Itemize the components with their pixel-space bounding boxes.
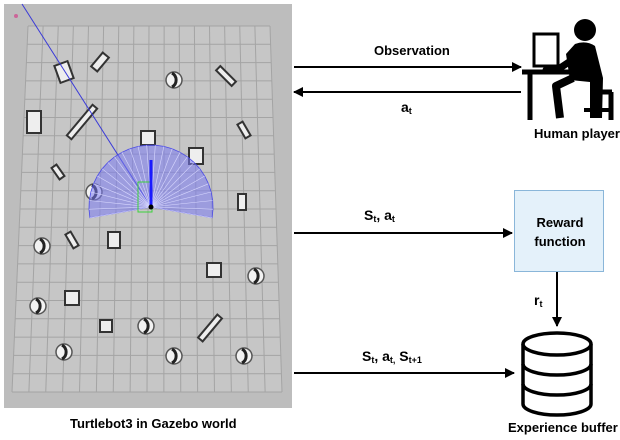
cylinder-obstacle xyxy=(235,347,253,365)
observation-label: Observation xyxy=(374,43,450,58)
box-obstacle xyxy=(214,64,238,88)
laser-ray xyxy=(121,152,152,208)
laser-ray xyxy=(150,183,209,208)
reward-function-box: Reward function xyxy=(514,190,604,272)
laser-ray xyxy=(101,168,152,208)
transition-label: St, at, St+1 xyxy=(362,348,422,365)
laser-ray xyxy=(89,200,152,208)
laser-ray xyxy=(150,146,165,208)
box-obstacle xyxy=(89,51,111,73)
laser-ray xyxy=(150,200,213,208)
cylinder-shadow xyxy=(241,347,248,365)
reward-box-line2: function xyxy=(534,234,586,249)
laser-ray xyxy=(150,168,201,208)
box-obstacle xyxy=(140,130,156,146)
experience-buffer-caption: Experience buffer xyxy=(508,420,618,435)
laser-ray xyxy=(93,183,152,208)
human-player-caption: Human player xyxy=(534,126,620,141)
box-obstacle xyxy=(206,262,222,278)
action-label: at xyxy=(401,99,412,116)
cylinder-shadow xyxy=(171,347,178,365)
cylinder-shadow xyxy=(143,317,150,335)
laser-ray xyxy=(107,162,152,208)
experience-buffer-icon xyxy=(521,331,593,417)
reward-box-line1: Reward xyxy=(536,215,584,230)
laser-ray xyxy=(150,206,214,210)
laser-ray xyxy=(129,148,152,208)
laser-ray xyxy=(150,148,173,208)
cylinder-obstacle xyxy=(29,297,47,315)
cylinder-shadow xyxy=(253,267,260,285)
box-obstacle xyxy=(65,103,99,141)
laser-ray xyxy=(97,175,152,208)
cylinder-obstacle xyxy=(33,237,51,255)
cylinder-shadow xyxy=(39,237,46,255)
gazebo-world-view xyxy=(4,3,292,408)
gazebo-caption: Turtlebot3 in Gazebo world xyxy=(70,416,237,431)
obstacles xyxy=(26,51,265,365)
laser-ray xyxy=(150,152,181,208)
cylinder-obstacle xyxy=(165,71,183,89)
reward-label: rt xyxy=(534,292,543,309)
laser-ray xyxy=(89,206,152,219)
cylinder-shadow xyxy=(35,297,42,315)
laser-ray xyxy=(150,175,205,208)
box-obstacle xyxy=(196,313,224,343)
box-obstacle xyxy=(237,193,247,211)
human-player-icon xyxy=(522,19,614,120)
cylinder-obstacle xyxy=(247,267,265,285)
cylinder-shadow xyxy=(171,71,178,89)
box-obstacle xyxy=(26,110,42,134)
cylinder-obstacle xyxy=(165,347,183,365)
laser-ray xyxy=(137,146,152,208)
box-obstacle xyxy=(107,231,121,249)
laser-ray xyxy=(150,162,195,208)
box-obstacle xyxy=(50,163,66,181)
turtlebot-robot xyxy=(148,204,154,210)
box-obstacle xyxy=(236,120,252,140)
state-action-label: St, at xyxy=(364,207,395,224)
laser-ray xyxy=(150,206,213,219)
laser-ray xyxy=(90,191,152,208)
box-obstacle xyxy=(64,230,80,250)
laser-ray xyxy=(150,191,212,208)
box-obstacle xyxy=(64,290,80,306)
laser-ray xyxy=(88,206,152,210)
laser-ray xyxy=(114,156,152,208)
cylinder-obstacle xyxy=(137,317,155,335)
window-dot xyxy=(14,14,18,18)
laser-ray xyxy=(150,156,188,208)
cylinder-shadow xyxy=(61,343,68,361)
box-obstacle xyxy=(99,319,113,333)
cylinder-obstacle xyxy=(55,343,73,361)
